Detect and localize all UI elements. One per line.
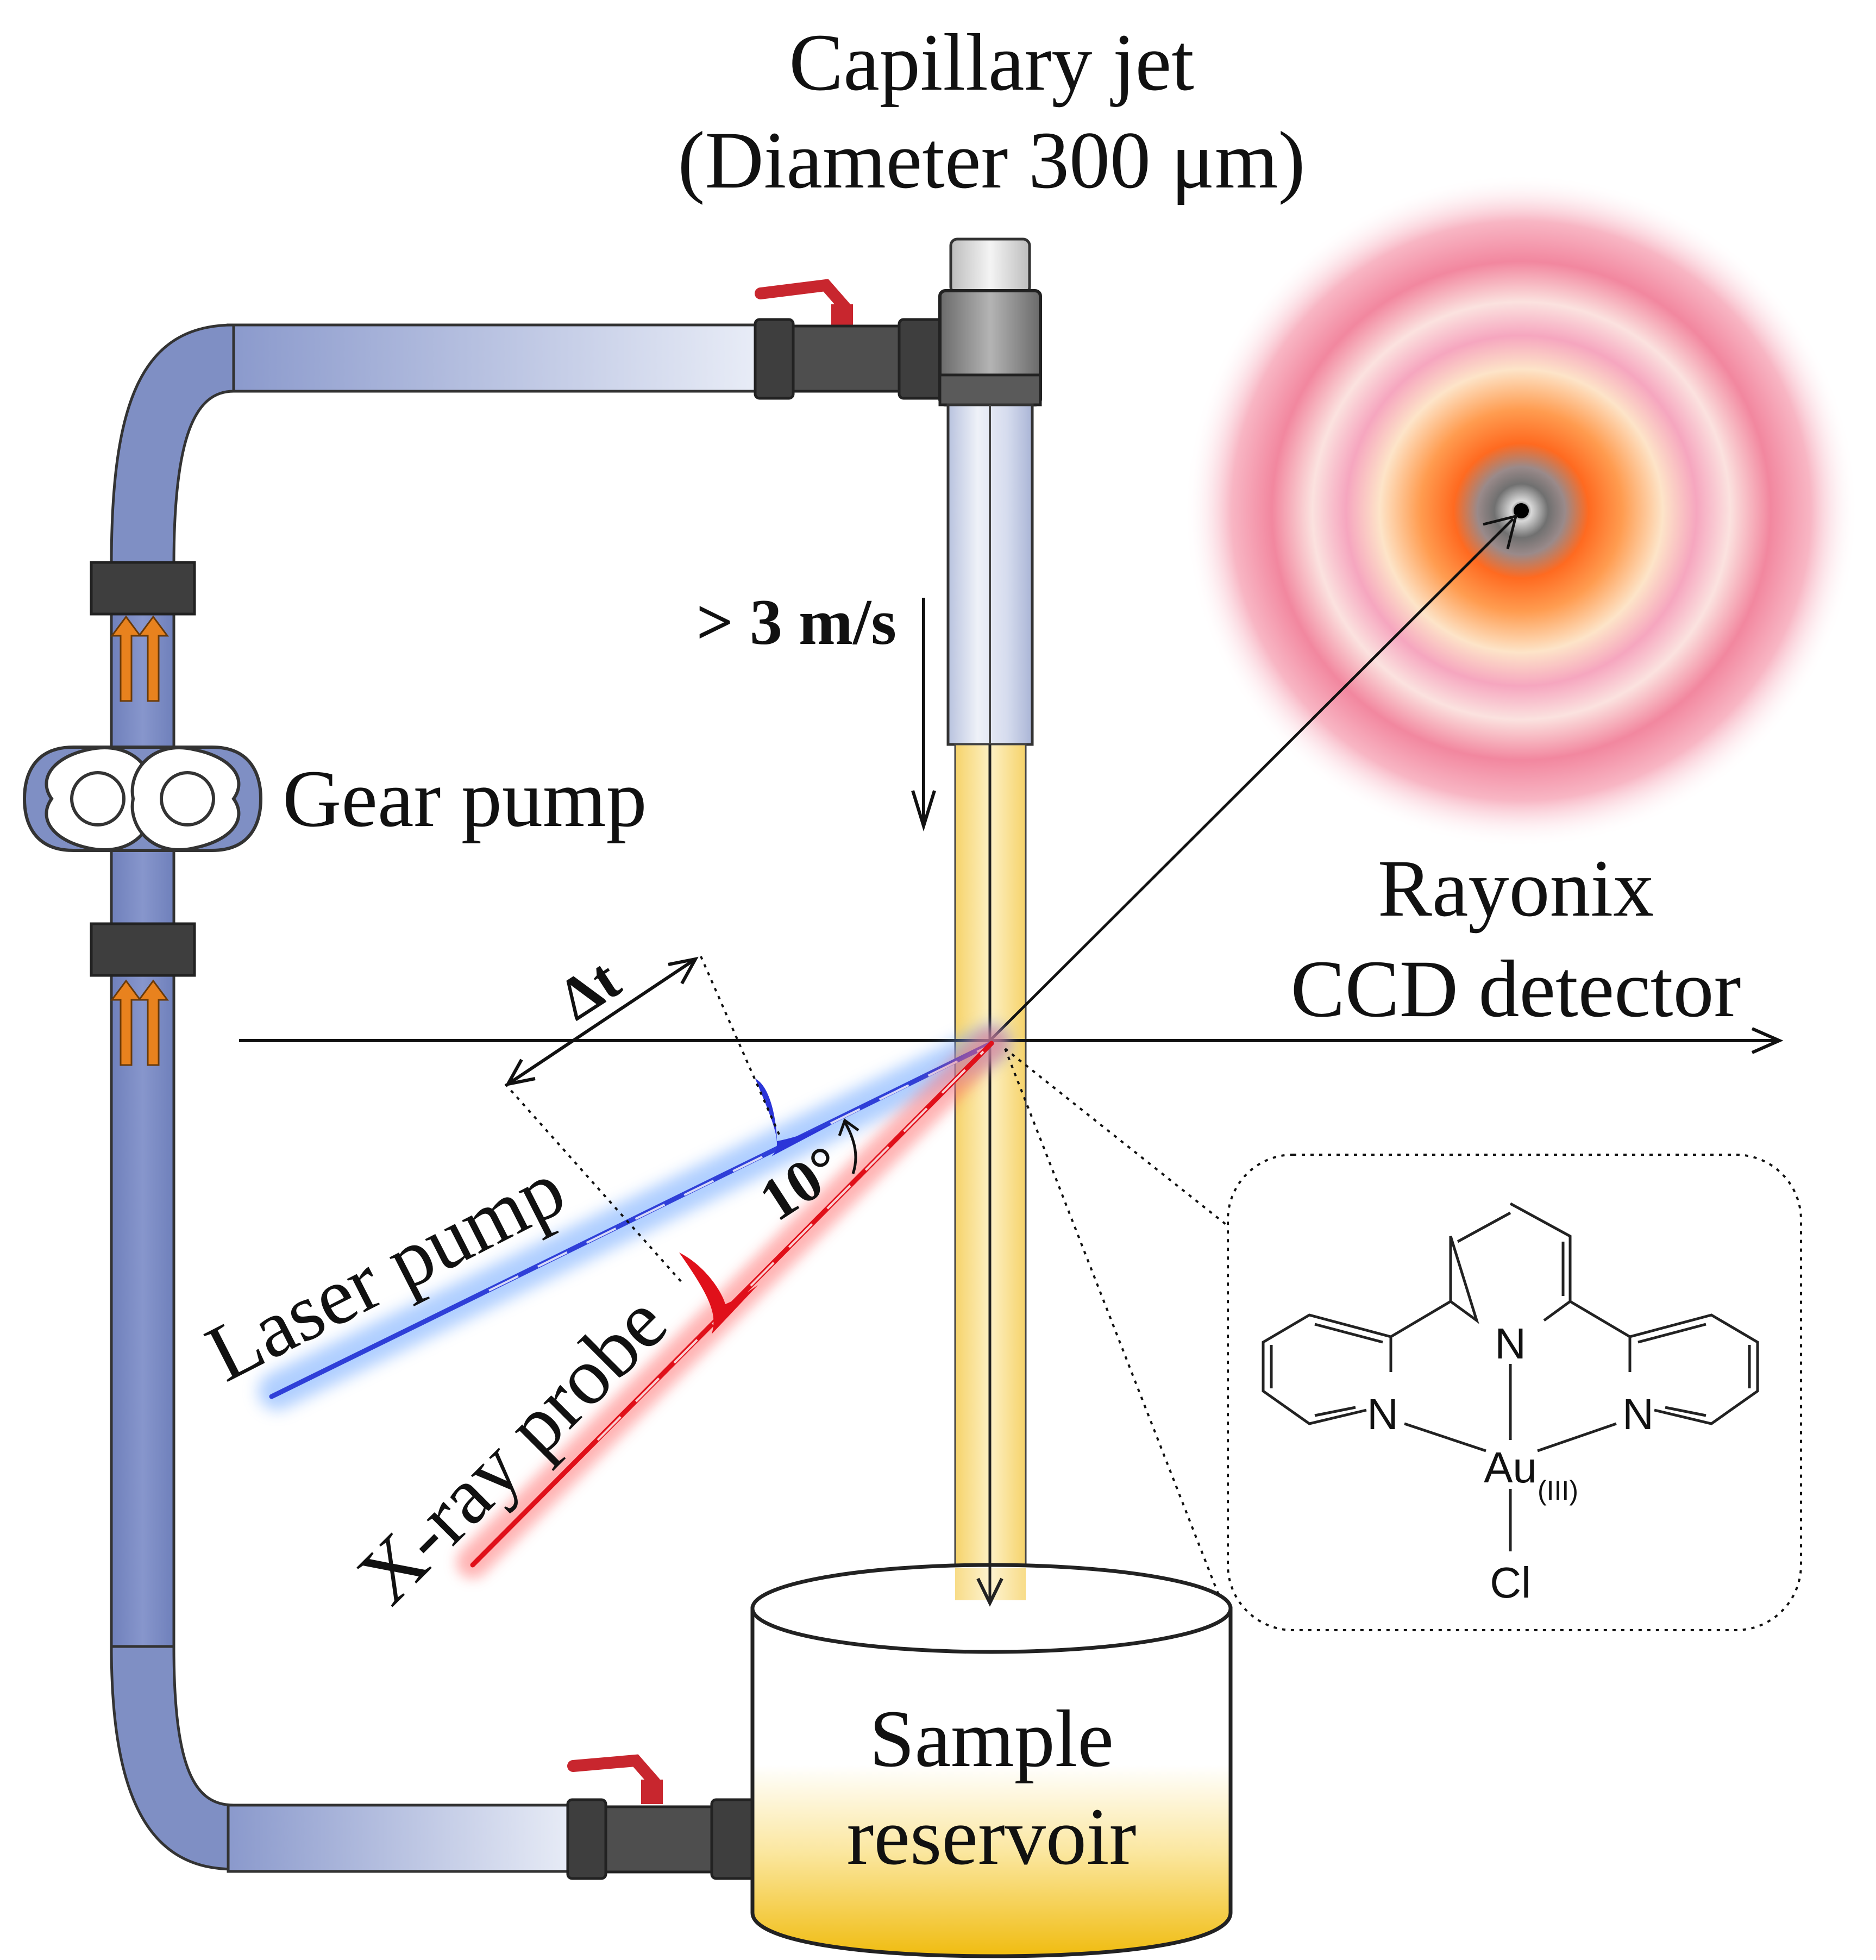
metal-au: Au — [1484, 1443, 1537, 1492]
xray-pulse — [679, 1253, 758, 1334]
gear-pump-label: Gear pump — [283, 754, 647, 844]
pump-clamp-top — [90, 561, 196, 616]
velocity-label: > 3 m/s — [697, 586, 896, 658]
pump-clamp-bottom — [90, 922, 196, 977]
reservoir-label-line2: reservoir — [846, 1792, 1136, 1882]
oxidation-state: (III) — [1538, 1475, 1578, 1506]
ligand-cl: Cl — [1490, 1558, 1531, 1607]
molecule-inset: N N N Au (III) Cl — [1004, 1048, 1802, 1631]
delta-t-bracket — [504, 956, 859, 1283]
capillary-diameter: (Diameter 300 μm) — [677, 115, 1305, 205]
reservoir-label-line1: Sample — [869, 1694, 1114, 1784]
bottom-valve — [566, 1754, 757, 1880]
n-right: N — [1622, 1390, 1654, 1438]
detector-label-line1: Rayonix — [1378, 843, 1654, 934]
terpyridine-structure — [1262, 1202, 1759, 1551]
flow-arrows-upper — [110, 615, 169, 702]
valve-handle — [755, 279, 851, 313]
laser-pulse — [755, 1079, 831, 1156]
valve-handle — [567, 1754, 661, 1788]
xray-probe-beam — [456, 1027, 1008, 1579]
detector-label-line2: CCD detector — [1291, 944, 1741, 1034]
capillary-cap — [949, 237, 1031, 295]
gear-pump — [22, 561, 263, 1066]
delta-t-label: Δt — [547, 945, 631, 1032]
capillary-title: Capillary jet — [789, 17, 1194, 108]
capillary-jet — [938, 237, 1042, 1615]
reservoir-rim — [750, 1563, 1233, 1654]
scattered-ray — [989, 518, 1514, 1042]
flow-arrows-lower — [110, 979, 169, 1066]
n-center: N — [1495, 1319, 1526, 1368]
inset-frame — [1227, 1154, 1802, 1631]
flow-loop-tubing — [110, 323, 762, 1873]
velocity-indicator — [911, 598, 936, 832]
sample-reservoir — [750, 1563, 1233, 1958]
laser-pump-beam — [258, 1024, 1011, 1410]
n-left: N — [1367, 1390, 1398, 1438]
top-valve — [754, 279, 944, 400]
